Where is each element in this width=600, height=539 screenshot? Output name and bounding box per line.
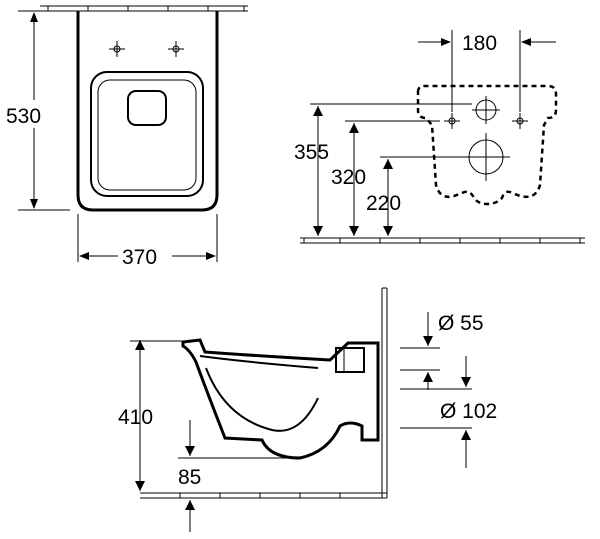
seat-inner bbox=[97, 79, 197, 191]
dim-180: 180 bbox=[462, 32, 497, 55]
dim-410: 410 bbox=[118, 406, 153, 429]
dim-530: 530 bbox=[6, 105, 41, 128]
back-view: 180 355 320 220 bbox=[294, 30, 585, 244]
dim-355: 355 bbox=[294, 141, 329, 164]
bowl-outline bbox=[76, 11, 219, 212]
seat-outline bbox=[90, 71, 204, 197]
dim-370: 370 bbox=[122, 246, 157, 269]
inlet-fitting bbox=[335, 347, 365, 373]
dim-220: 220 bbox=[366, 192, 401, 215]
dim-85: 85 bbox=[178, 466, 201, 489]
dim-dia-55: Ø 55 bbox=[438, 312, 484, 335]
flush-cap bbox=[127, 90, 167, 126]
fixing-cross-right bbox=[512, 113, 528, 129]
fixing-mark-right bbox=[168, 41, 184, 57]
bowl-back-outline bbox=[416, 84, 558, 206]
bowl-profile bbox=[181, 338, 380, 460]
dim-320: 320 bbox=[331, 166, 366, 189]
fixing-cross-left bbox=[444, 113, 460, 129]
dim-dia-102: Ø 102 bbox=[440, 400, 497, 423]
side-view: 410 85 Ø 55 Ø 102 bbox=[118, 287, 497, 532]
fixing-mark-left bbox=[109, 41, 125, 57]
top-view: 530 370 bbox=[6, 5, 248, 269]
